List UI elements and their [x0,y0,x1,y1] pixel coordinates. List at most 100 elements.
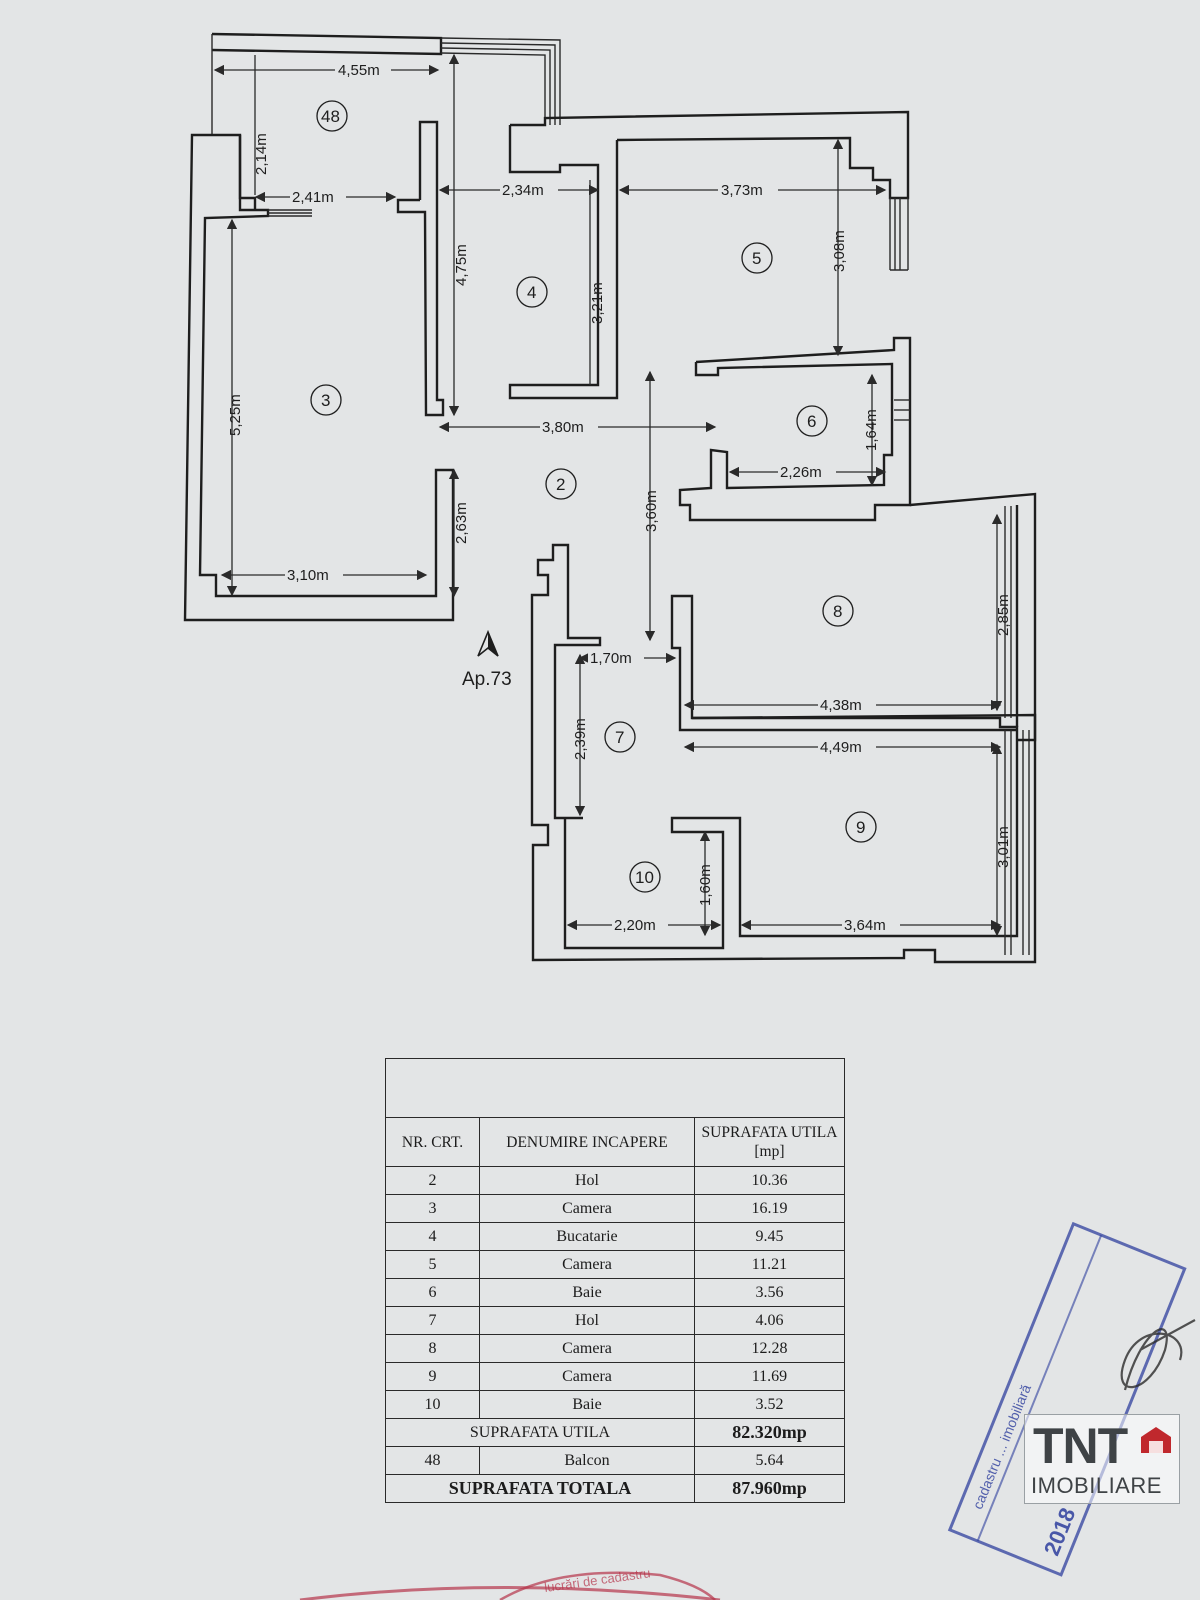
cell-area: 3.56 [693,1278,846,1307]
cell-area: 4.06 [693,1306,846,1335]
cell-nr: 9 [384,1362,481,1391]
cell-name: Hol [479,1306,695,1335]
dim-label: 2,41m [292,189,334,206]
cell-name: Hol [479,1166,695,1195]
room-number-2: 2 [556,475,565,494]
red-seal: lucrări de cadastru [299,1565,721,1600]
room-number-6: 6 [807,412,816,431]
cell-name: Baie [479,1390,695,1419]
cadastre-stamp: cadastru ... imobiliară 2018 [947,1221,1187,1577]
total-area-label: SUPRAFATA TOTALA [385,1474,695,1503]
room-number-8: 8 [833,602,842,621]
room-labels: 48 3 4 5 6 2 8 7 9 10 [310,100,877,893]
tnt-imobiliare-logo: TNT IMOBILIARE [1024,1414,1180,1504]
room-number-9: 9 [856,818,865,837]
dim-label: 3,64m [844,917,886,934]
dim-label: 2,26m [780,464,822,481]
logo-accent-icon [1141,1427,1171,1453]
dim-label: 2,14m [253,133,270,175]
cell-nr: 2 [384,1166,481,1195]
logo-tnt-text: TNT [1033,1418,1128,1474]
cell-nr: 6 [384,1278,481,1307]
room-5-window [889,198,909,271]
logo-imobiliare-text: IMOBILIARE [1031,1473,1162,1498]
balcony-48-walls [211,32,561,135]
header-area: SUPRAFATA UTILA [mp] [693,1117,846,1167]
cell-nr: 10 [384,1390,481,1419]
useful-area-row: SUPRAFATA UTILA 82.320mp [385,1418,846,1447]
signature [1120,1319,1196,1391]
header-nr: NR. CRT. [384,1117,481,1167]
room-4-walls [508,110,910,400]
rooms-8-9-walls [530,492,1037,964]
cell-area: 10.36 [693,1166,846,1195]
table-blank-row [385,1058,845,1118]
cell-area: 12.28 [693,1334,846,1363]
header-name: DENUMIRE INCAPERE [479,1117,695,1167]
room-number-4: 4 [527,283,536,302]
dim-label: 3,08m [831,230,848,272]
dim-label: 3,01m [995,826,1012,868]
cell-name: Camera [479,1194,695,1223]
dim-label: 3,80m [542,419,584,436]
dim-label: 1,64m [863,409,880,451]
balcony-row: 48 Balcon 5.64 [384,1446,846,1475]
total-area-value: 87.960mp [693,1474,846,1503]
area-table: NR. CRT. DENUMIRE INCAPERE SUPRAFATA UTI… [384,1058,846,1503]
room-3-walls [183,120,455,622]
cell-area: 11.69 [693,1362,846,1391]
dim-label: 4,38m [820,697,862,714]
total-area-row: SUPRAFATA TOTALA 87.960mp [385,1474,846,1503]
room-number-3: 3 [321,391,330,410]
balcony-area: 5.64 [693,1446,846,1475]
dim-label: 2,63m [453,502,470,544]
cell-area: 16.19 [693,1194,846,1223]
dim-label: 2,39m [572,718,589,760]
dim-label: 5,25m [227,394,244,436]
north-arrow-icon [477,629,499,657]
cell-area: 3.52 [693,1390,846,1419]
room-6-walls [678,336,912,522]
dim-label: 2,34m [502,182,544,199]
dim-label: 3,10m [287,567,329,584]
cell-name: Camera [479,1334,695,1363]
cell-name: Camera [479,1362,695,1391]
cell-nr: 7 [384,1306,481,1335]
room-number-5: 5 [752,249,761,268]
dimension-lines [213,53,1003,937]
cell-area: 9.45 [693,1222,846,1251]
cell-nr: 3 [384,1194,481,1223]
table-header-row: NR. CRT. DENUMIRE INCAPERE SUPRAFATA UTI… [384,1117,846,1167]
dim-label: 1,60m [697,864,714,906]
dim-label: 2,20m [614,917,656,934]
cell-name: Bucatarie [479,1222,695,1251]
cell-name: Camera [479,1250,695,1279]
dimension-labels: 4,55m 2,14m 2,41m 2,34m 3,73m 4,75m 3,21… [227,62,1012,934]
useful-area-value: 82.320mp [693,1418,846,1447]
dim-label: 1,70m [590,650,632,667]
dim-label: 3,21m [589,282,606,324]
dim-label: 4,75m [453,244,470,286]
balcony-name: Balcon [479,1446,695,1475]
room-number-7: 7 [615,728,624,747]
balcony-nr: 48 [384,1446,481,1475]
cell-area: 11.21 [693,1250,846,1279]
cell-nr: 4 [384,1222,481,1251]
cell-nr: 8 [384,1334,481,1363]
dim-label: 2,85m [995,594,1012,636]
cell-nr: 5 [384,1250,481,1279]
cell-name: Baie [479,1278,695,1307]
svg-text:2018: 2018 [1039,1504,1081,1559]
apartment-label: Ap.73 [462,669,512,690]
